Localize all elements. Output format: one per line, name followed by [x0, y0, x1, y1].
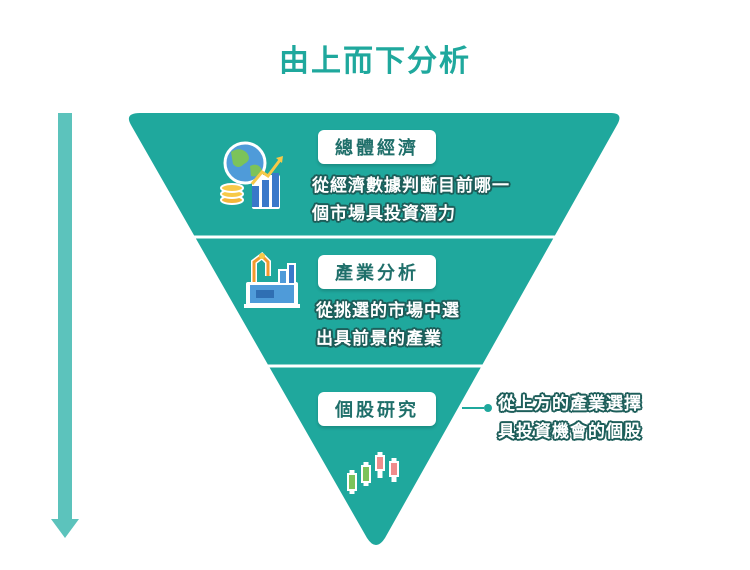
- level-desc-macro: 從經濟數據判斷目前哪一 個市場具投資潛力: [312, 172, 510, 228]
- level-label-macro: 總體經濟: [318, 130, 436, 164]
- down-arrow: [51, 113, 79, 538]
- level-desc-line: 從上方的產業選擇: [498, 394, 642, 414]
- level-desc-line: 從經濟數據判斷目前哪一: [312, 176, 510, 196]
- level-label-stock: 個股研究: [318, 392, 436, 426]
- level-desc-line: 從挑選的市場中選: [316, 301, 460, 321]
- level-desc-line: 出具前景的產業: [316, 329, 442, 349]
- level-label-industry: 產業分析: [318, 255, 436, 289]
- globe-coins-growth-icon: [220, 141, 283, 209]
- page-title: 由上而下分析: [279, 44, 471, 79]
- candlestick-chart-icon: [347, 452, 399, 494]
- level-desc-line: 具投資機會的個股: [498, 422, 642, 442]
- level-desc-industry: 從挑選的市場中選 出具前景的產業: [316, 297, 460, 353]
- level-desc-stock: 從上方的產業選擇 具投資機會的個股: [498, 390, 642, 446]
- level-desc-line: 個市場具投資潛力: [312, 204, 456, 224]
- funnel-triangle: [128, 113, 620, 545]
- callout-connector: [462, 404, 492, 412]
- factory-icon: [244, 252, 300, 308]
